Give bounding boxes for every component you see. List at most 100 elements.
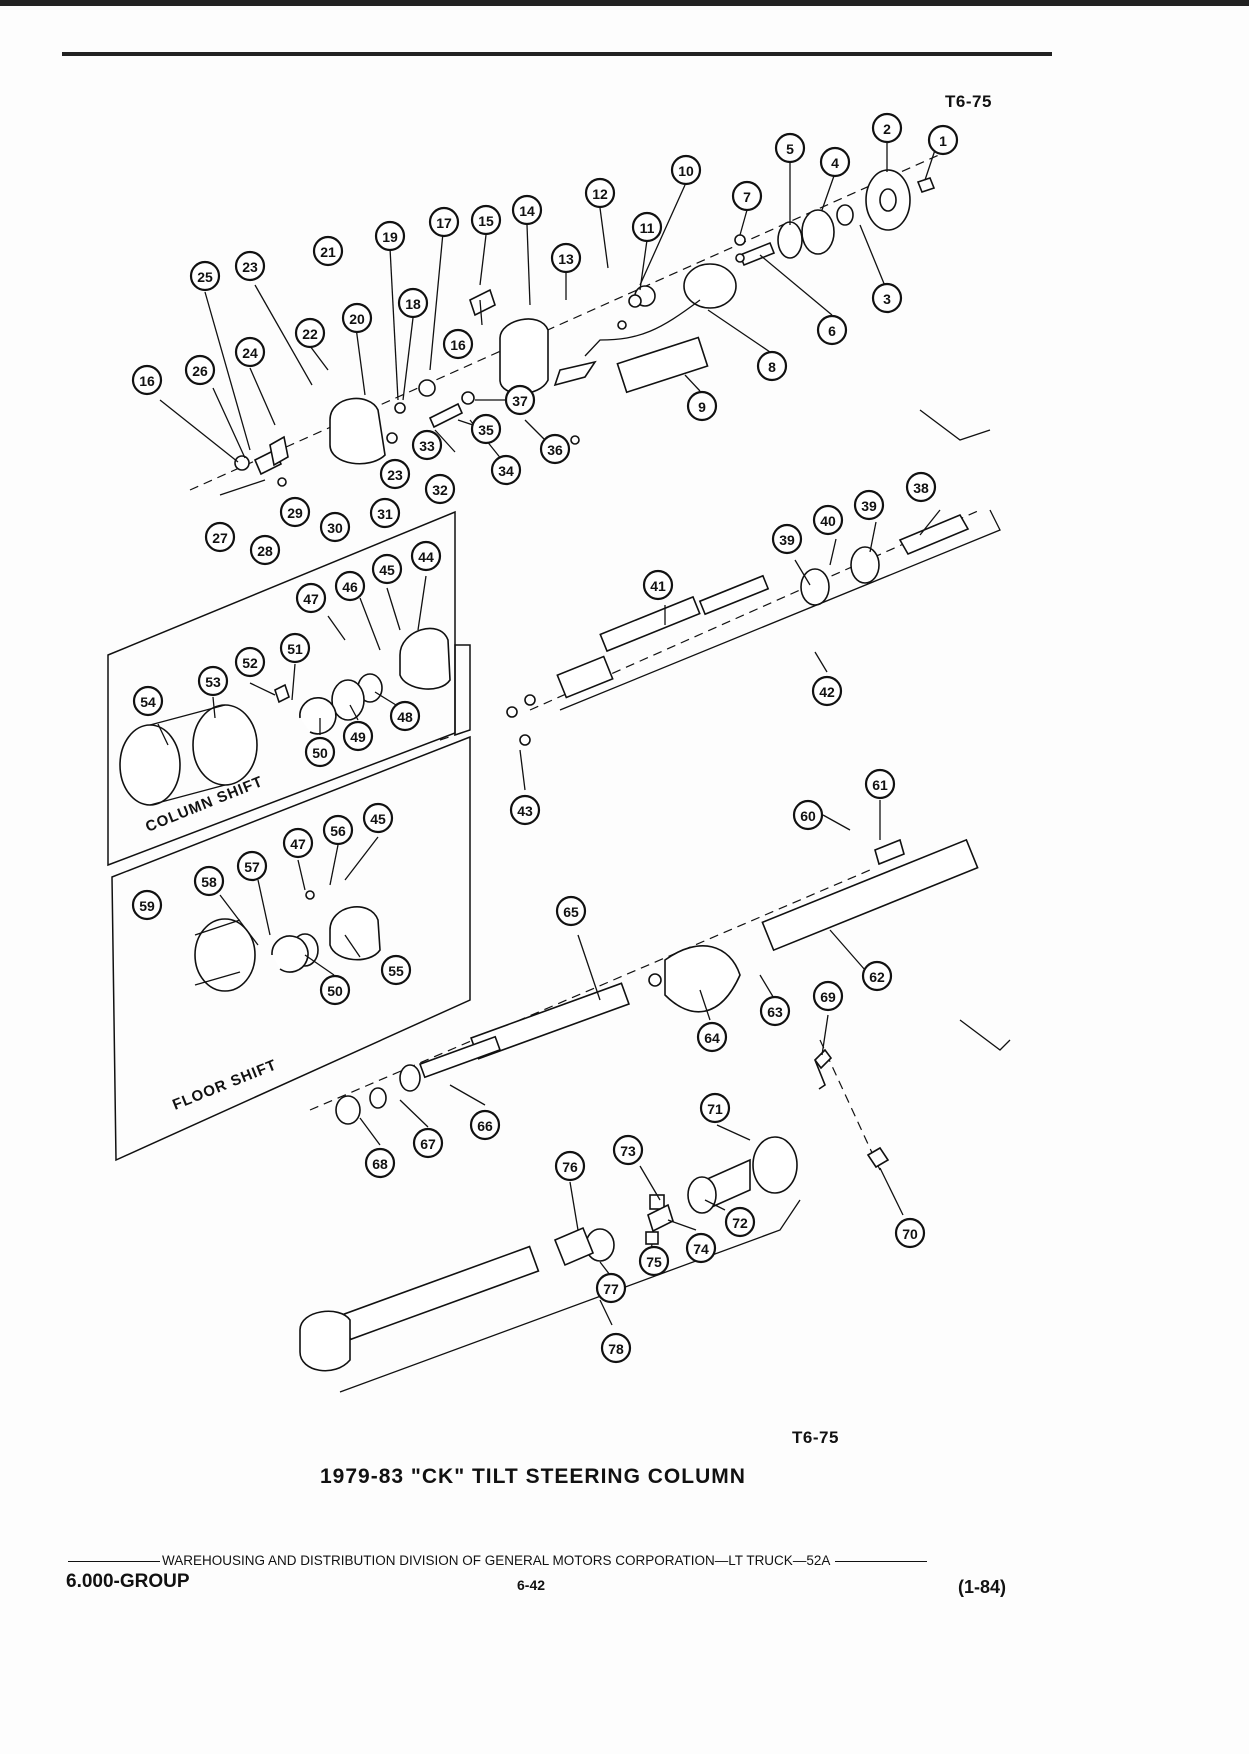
callout-17: 17	[428, 206, 460, 238]
svg-text:67: 67	[420, 1136, 436, 1152]
callout-75: 75	[638, 1245, 670, 1277]
lower-jacket	[299, 838, 1011, 1393]
svg-text:6: 6	[828, 323, 836, 339]
callout-48: 48	[389, 700, 421, 732]
top-rule	[0, 0, 1249, 6]
svg-text:8: 8	[768, 359, 776, 375]
svg-text:2: 2	[883, 121, 891, 137]
callout-22: 22	[294, 317, 326, 349]
callout-46: 46	[334, 570, 366, 602]
svg-text:78: 78	[608, 1341, 624, 1357]
intermediate-shaft	[506, 409, 1001, 746]
svg-text:36: 36	[547, 442, 563, 458]
callout-56: 56	[322, 814, 354, 846]
figure-code-bottom: T6-75	[792, 1428, 839, 1447]
svg-text:50: 50	[312, 745, 328, 761]
svg-text:41: 41	[650, 578, 666, 594]
callout-62: 62	[861, 960, 893, 992]
callout-70: 70	[894, 1217, 926, 1249]
svg-text:66: 66	[477, 1118, 493, 1134]
svg-text:56: 56	[330, 823, 346, 839]
svg-text:52: 52	[242, 655, 258, 671]
svg-text:30: 30	[327, 520, 343, 536]
callout-63: 63	[759, 995, 791, 1027]
svg-text:44: 44	[418, 549, 434, 565]
callout-66: 66	[469, 1109, 501, 1141]
callout-35: 35	[470, 413, 502, 445]
svg-text:27: 27	[212, 530, 228, 546]
callout-41: 41	[642, 569, 674, 601]
callout-43: 43	[509, 794, 541, 826]
leader-lines	[157, 141, 941, 1326]
svg-text:22: 22	[302, 326, 318, 342]
svg-text:24: 24	[242, 345, 258, 361]
svg-text:20: 20	[349, 311, 365, 327]
callout-4: 4	[819, 146, 851, 178]
callout-39b: 39	[771, 523, 803, 555]
callout-42: 42	[811, 675, 843, 707]
svg-text:37: 37	[512, 393, 528, 409]
callout-57: 57	[236, 850, 268, 882]
svg-text:58: 58	[201, 874, 217, 890]
svg-text:46: 46	[342, 579, 358, 595]
callout-26: 26	[184, 354, 216, 386]
callout-24: 24	[234, 336, 266, 368]
callout-9: 9	[686, 390, 718, 422]
svg-text:9: 9	[698, 399, 706, 415]
svg-text:3: 3	[883, 291, 891, 307]
svg-text:5: 5	[786, 141, 794, 157]
svg-text:10: 10	[678, 163, 694, 179]
svg-text:53: 53	[205, 674, 221, 690]
svg-text:23: 23	[387, 467, 403, 483]
callout-20: 20	[341, 302, 373, 334]
svg-text:40: 40	[820, 513, 836, 529]
svg-text:69: 69	[820, 989, 836, 1005]
callout-16a: 16	[442, 328, 474, 360]
callout-51: 51	[279, 632, 311, 664]
callout-58: 58	[193, 865, 225, 897]
svg-text:72: 72	[732, 1215, 748, 1231]
callout-10: 10	[670, 154, 702, 186]
svg-text:76: 76	[562, 1159, 578, 1175]
figure-caption: 1979-83 "CK" TILT STEERING COLUMN	[320, 1465, 746, 1488]
svg-text:68: 68	[372, 1156, 388, 1172]
floor-shift-parts	[194, 890, 381, 992]
callout-47b: 47	[282, 827, 314, 859]
footer-page-number: 6-42	[517, 1577, 546, 1593]
callout-36: 36	[539, 433, 571, 465]
callout-73: 73	[612, 1134, 644, 1166]
callout-27: 27	[204, 521, 236, 553]
svg-text:4: 4	[831, 155, 839, 171]
callout-28: 28	[249, 534, 281, 566]
footer-group: 6.000-GROUP	[66, 1571, 190, 1592]
callout-68: 68	[364, 1147, 396, 1179]
callout-18: 18	[397, 287, 429, 319]
callout-49: 49	[342, 720, 374, 752]
callout-77: 77	[595, 1272, 627, 1304]
svg-text:51: 51	[287, 641, 303, 657]
svg-text:16: 16	[450, 337, 466, 353]
callout-30: 30	[319, 511, 351, 543]
callout-19: 19	[374, 220, 406, 252]
callout-74: 74	[685, 1232, 717, 1264]
svg-text:31: 31	[377, 506, 393, 522]
svg-text:17: 17	[436, 215, 452, 231]
svg-text:42: 42	[819, 684, 835, 700]
svg-text:64: 64	[704, 1030, 720, 1046]
callout-50b: 50	[319, 974, 351, 1006]
svg-text:49: 49	[350, 729, 366, 745]
svg-text:15: 15	[478, 213, 494, 229]
svg-text:13: 13	[558, 251, 574, 267]
svg-text:60: 60	[800, 808, 816, 824]
callout-25: 25	[189, 260, 221, 292]
svg-text:29: 29	[287, 505, 303, 521]
svg-text:54: 54	[140, 694, 156, 710]
svg-text:50: 50	[327, 983, 343, 999]
callout-47a: 47	[295, 582, 327, 614]
svg-text:14: 14	[519, 203, 535, 219]
callout-37: 37	[504, 384, 536, 416]
svg-text:65: 65	[563, 904, 579, 920]
callout-44: 44	[410, 540, 442, 572]
svg-text:23: 23	[242, 259, 258, 275]
svg-text:62: 62	[869, 969, 885, 985]
